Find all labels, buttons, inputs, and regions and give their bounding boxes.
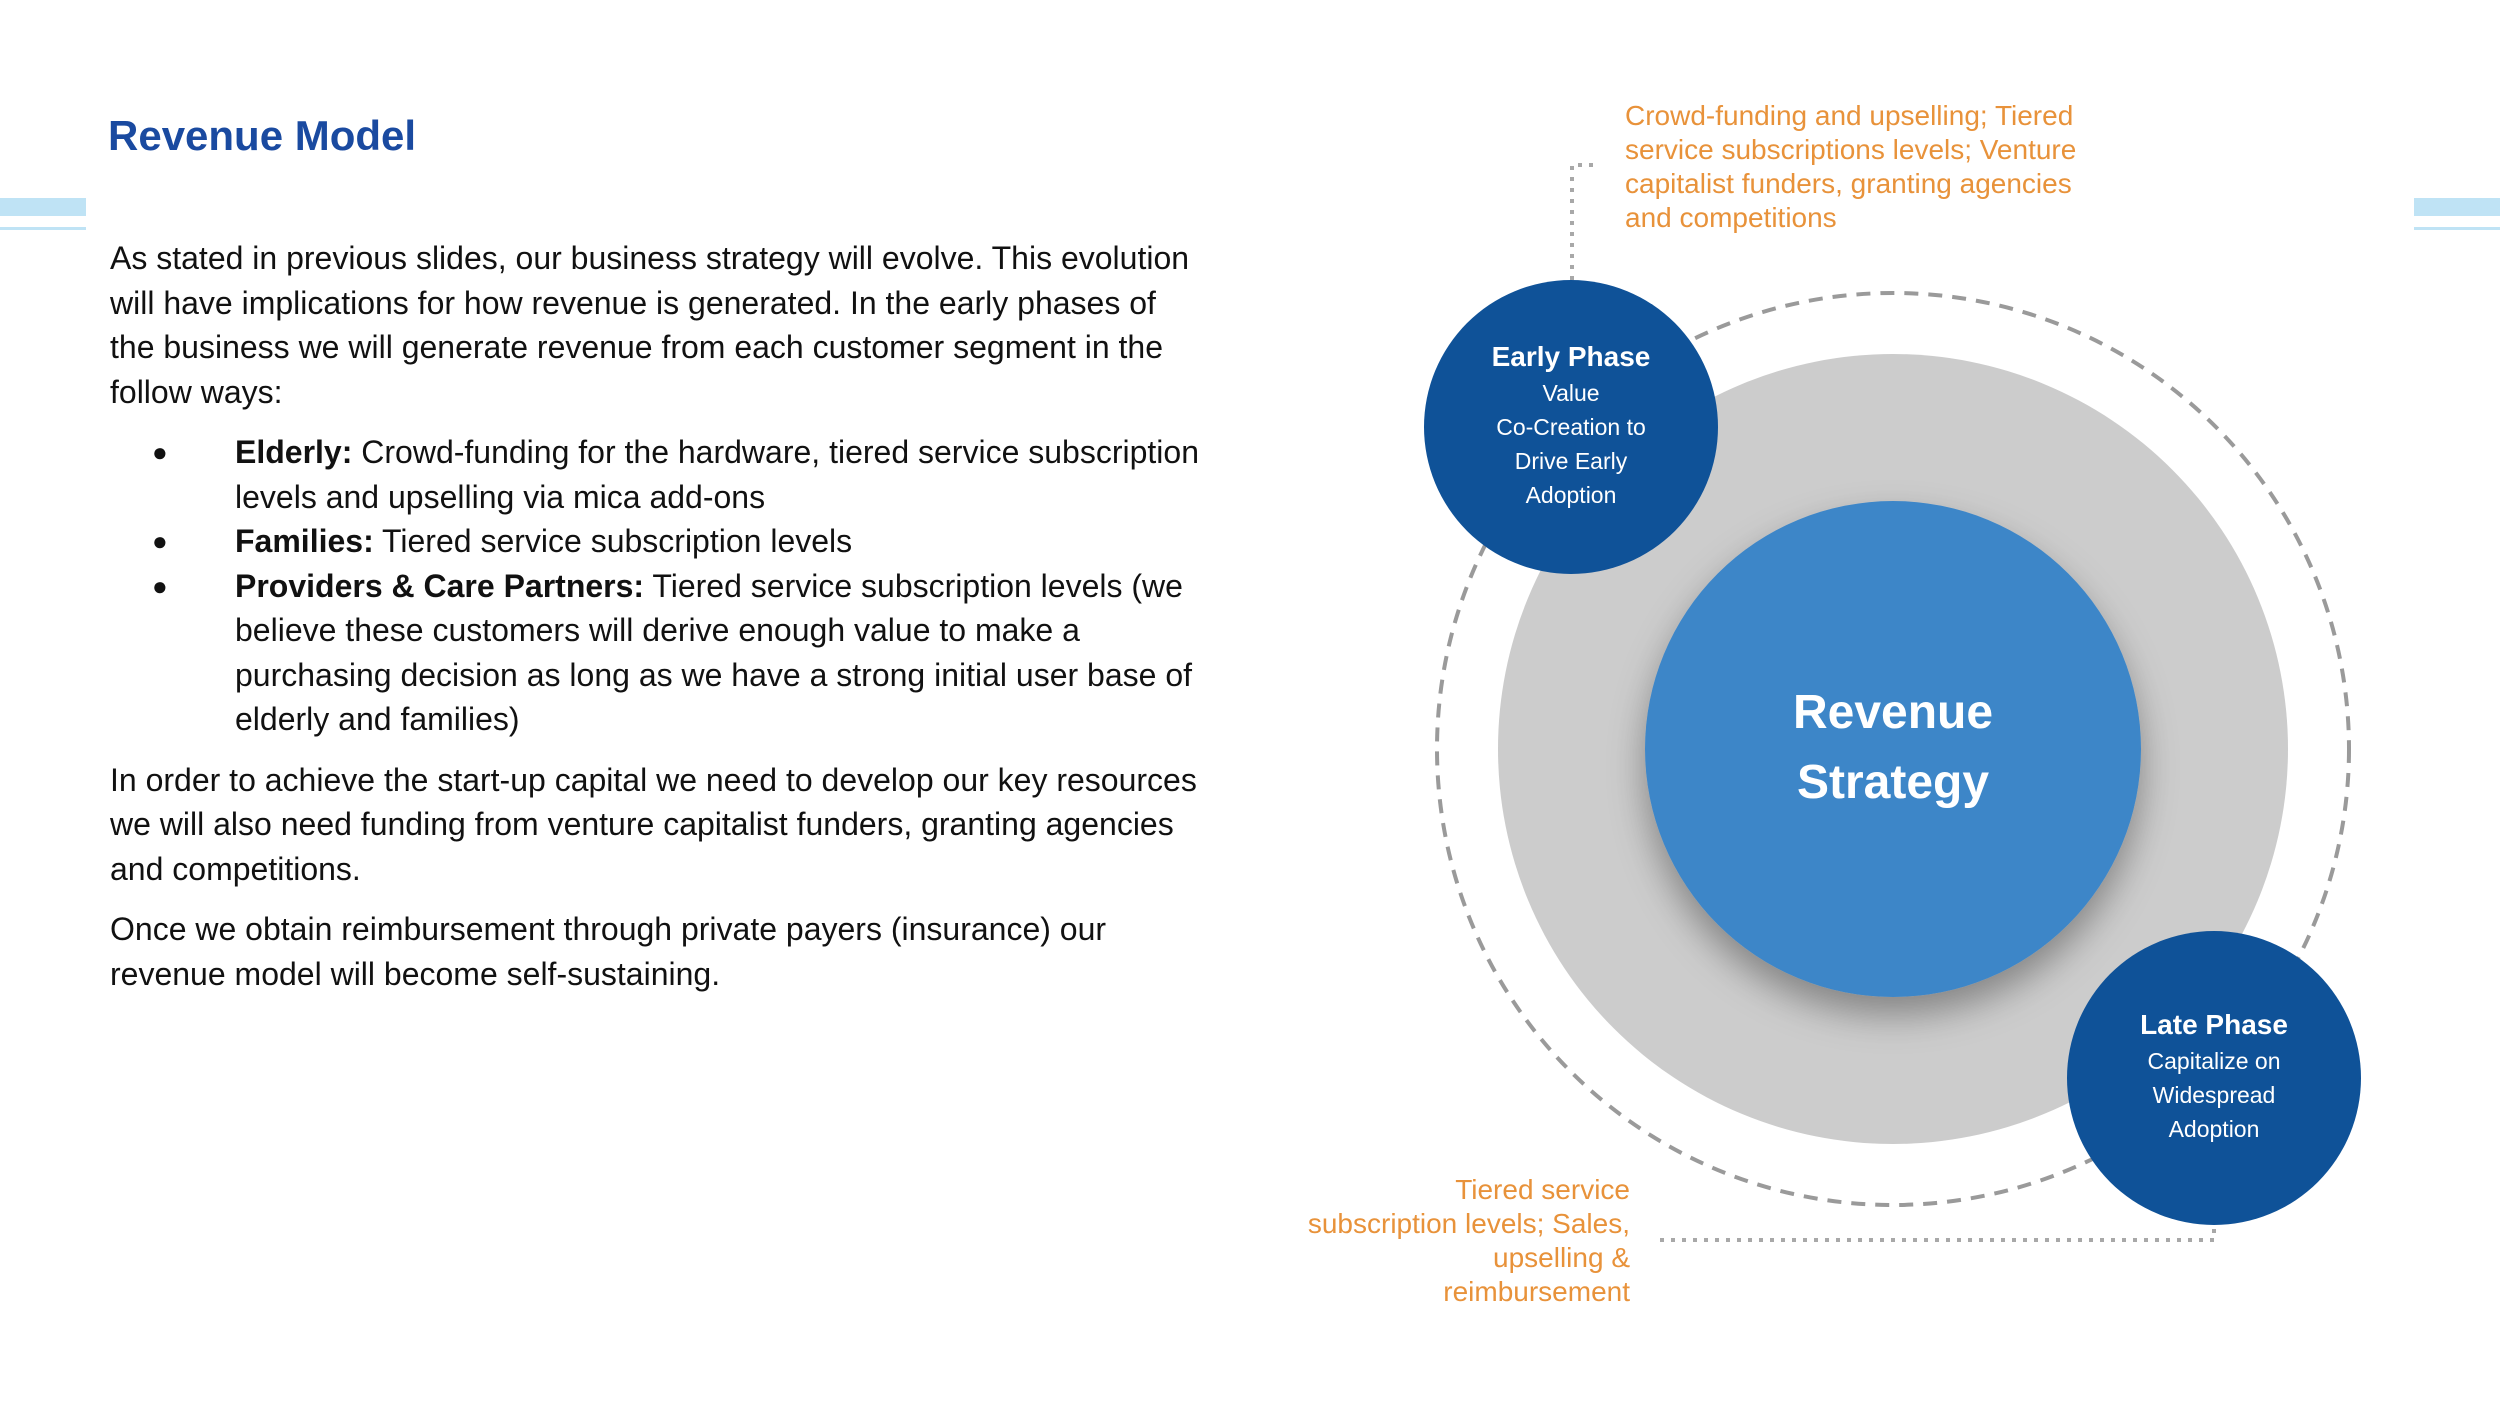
- bullet-families: ● Families: Tiered service subscription …: [110, 519, 1200, 564]
- callout-line: Crowd-funding and upselling; Tiered: [1625, 100, 2074, 131]
- callout-line: Tiered service: [1455, 1174, 1630, 1205]
- slide-title: Revenue Model: [108, 112, 417, 159]
- callout-line: capitalist funders, granting agencies: [1625, 168, 2072, 199]
- center-label-line1: Revenue: [1792, 686, 1994, 739]
- left-decoration-bar: [0, 198, 86, 216]
- late-phase-line: Adoption: [2168, 1116, 2260, 1142]
- late-phase-line: Widespread: [2152, 1082, 2276, 1108]
- bullet-label: Families:: [235, 523, 374, 559]
- right-decoration-bar: [2414, 198, 2500, 216]
- late-phase-title: Late Phase: [2140, 1009, 2288, 1040]
- bullet-text: Tiered service subscription levels (we b…: [235, 567, 1193, 738]
- callout-line: service subscriptions levels; Venture: [1625, 134, 2077, 165]
- early-phase-callout: Crowd-funding and upselling; Tiered serv…: [1625, 99, 2145, 235]
- bullet-dot: ●: [152, 570, 168, 601]
- early-phase-title: Early Phase: [1491, 341, 1651, 372]
- bullet-dot: ●: [152, 437, 168, 467]
- body-text: As stated in previous slides, our busine…: [110, 236, 1200, 1012]
- left-decoration-line: [0, 227, 86, 230]
- late-phase-label: Late Phase Capitalize on Widespread Adop…: [2089, 1006, 2339, 1146]
- funding-paragraph: In order to achieve the start-up capital…: [110, 761, 1197, 887]
- early-phase-line: Drive Early: [1514, 448, 1628, 474]
- bullet-text: Tiered service subscription levels: [373, 523, 853, 559]
- early-phase-line: Value: [1542, 380, 1600, 406]
- late-phase-callout: Tiered service subscription levels; Sale…: [1230, 1173, 1630, 1309]
- bullet-elderly: ● Elderly: Crowd-funding for the hardwar…: [110, 430, 1200, 519]
- center-label-line2: Strategy: [1796, 756, 1990, 809]
- segment-list: ● Elderly: Crowd-funding for the hardwar…: [110, 430, 1200, 742]
- callout-line: and competitions: [1625, 202, 1837, 233]
- callout-line: subscription levels; Sales,: [1307, 1208, 1630, 1239]
- early-phase-line: Co-Creation to: [1496, 414, 1646, 440]
- reimbursement-paragraph: Once we obtain reimbursement through pri…: [110, 911, 1107, 992]
- early-phase-circle: [1424, 280, 1718, 574]
- bullet-providers: ● Providers & Care Partners: Tiered serv…: [110, 564, 1200, 742]
- early-phase-line: Adoption: [1525, 482, 1617, 508]
- center-label: Revenue Strategy: [1693, 678, 2093, 818]
- center-circle: [1645, 501, 2141, 997]
- intro-paragraph: As stated in previous slides, our busine…: [110, 240, 1190, 410]
- early-phase-label: Early Phase Value Co-Creation to Drive E…: [1446, 338, 1696, 512]
- late-phase-line: Capitalize on: [2147, 1048, 2281, 1074]
- bullet-label: Elderly:: [235, 434, 353, 470]
- bullet-text: Crowd-funding for the hardware, tiered s…: [235, 434, 1199, 515]
- bullet-label: Providers & Care Partners:: [235, 567, 645, 604]
- early-callout-connector: [1570, 163, 1594, 280]
- callout-line: upselling &: [1493, 1242, 1630, 1273]
- late-callout-connector: [1660, 1225, 2216, 1242]
- bullet-dot: ●: [152, 526, 168, 556]
- callout-line: reimbursement: [1443, 1276, 1630, 1307]
- right-decoration-line: [2414, 227, 2500, 230]
- outer-dashed-ring: [1435, 291, 2351, 1207]
- late-phase-circle: [2067, 931, 2361, 1225]
